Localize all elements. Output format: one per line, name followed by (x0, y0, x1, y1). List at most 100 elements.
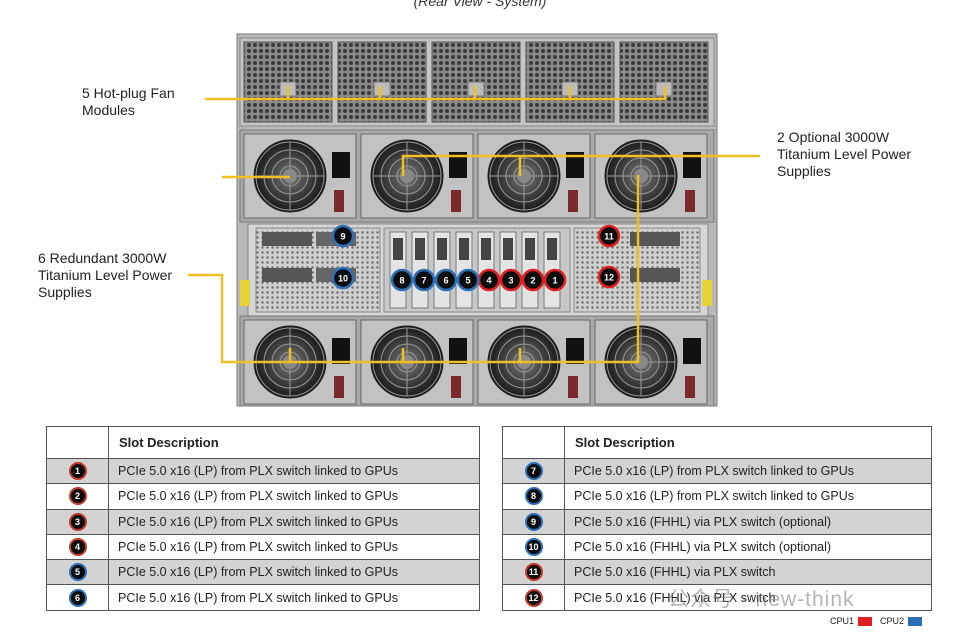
slot-number-cell: 7 (502, 457, 565, 485)
legend-cpu2-swatch (908, 616, 923, 626)
power-supply (594, 133, 708, 219)
power-supply (360, 133, 474, 219)
fan-module (337, 41, 427, 123)
diagram-slot-badge-11: 11 (597, 224, 621, 248)
cpu-legend: CPU1 CPU2 (830, 616, 926, 626)
optional-psu-callout-line-3: Supplies (777, 163, 831, 179)
svg-text:9: 9 (340, 232, 345, 242)
callout-lines (188, 86, 760, 364)
svg-text:5: 5 (465, 276, 470, 286)
table-row: 4 PCIe 5.0 x16 (LP) from PLX switch linke… (46, 533, 480, 561)
svg-text:1: 1 (552, 276, 557, 286)
fan-module (243, 41, 333, 123)
slot-badge: 4 (68, 538, 87, 557)
redundant-psu-callout-line (188, 175, 640, 364)
slot-badge: 8 (524, 487, 543, 506)
legend-cpu1-swatch (858, 616, 873, 626)
fan-callout-line (205, 86, 667, 101)
slot-description-cell: PCIe 5.0 x16 (LP) from PLX switch linked… (108, 584, 480, 611)
slot-description-cell: PCIe 5.0 x16 (FHHL) via PLX switch (opti… (564, 508, 932, 535)
slot-description-header: Slot Description (108, 426, 480, 459)
slot-description-cell: PCIe 5.0 x16 (LP) from PLX switch linked… (108, 533, 480, 561)
fan-module (619, 41, 709, 123)
slot-number-cell: 6 (46, 584, 109, 611)
fan-callout-line-2: Modules (82, 102, 135, 118)
slot-badge: 5 (68, 563, 87, 582)
svg-text:10: 10 (338, 274, 348, 284)
diagram-slot-badge-1: 1 (543, 268, 567, 292)
table-row: 12 PCIe 5.0 x16 (FHHL) via PLX switch (502, 584, 932, 611)
redundant-psu-callout-line-3: Supplies (38, 284, 92, 300)
slot-badge: 10 (524, 538, 543, 557)
slot-badge: 9 (524, 512, 543, 531)
slot-number-cell: 8 (502, 483, 565, 510)
svg-text:4: 4 (486, 276, 491, 286)
slot-number-header (502, 426, 565, 459)
slot-badge: 6 (68, 588, 87, 607)
diagram-slot-badge-8: 8 (390, 268, 414, 292)
table-row: 7 PCIe 5.0 x16 (LP) from PLX switch linke… (502, 457, 932, 485)
slot-description-cell: PCIe 5.0 x16 (FHHL) via PLX switch (opti… (564, 533, 932, 561)
svg-text:8: 8 (399, 276, 404, 286)
redundant-psu-callout-line-2: Titanium Level Power (38, 267, 173, 283)
slot-description-cell: PCIe 5.0 x16 (FHHL) via PLX switch (564, 584, 932, 611)
diagram-caption: (Rear View - System) (413, 0, 547, 9)
diagram-slot-badge-9: 9 (331, 224, 355, 248)
optional-psu-callout-line-1: 2 Optional 3000W (777, 129, 890, 145)
slot-badge: 7 (524, 462, 543, 481)
diagram-slot-badge-10: 10 (331, 266, 355, 290)
table-row: 10 PCIe 5.0 x16 (FHHL) via PLX switch (op… (502, 533, 932, 561)
optional-psu-callout: 2 Optional 3000W Titanium Level Power Su… (777, 129, 911, 180)
slot-number-cell: 4 (46, 533, 109, 561)
redundant-psu-callout: 6 Redundant 3000W Titanium Level Power S… (38, 250, 172, 301)
svg-text:2: 2 (530, 276, 535, 286)
slot-badge: 12 (524, 588, 543, 607)
diagram-slot-badge-7: 7 (412, 268, 436, 292)
svg-text:11: 11 (604, 232, 614, 242)
slot-number-cell: 2 (46, 483, 109, 510)
optional-psu-callout-line-2: Titanium Level Power (777, 146, 912, 162)
fan-module (431, 41, 521, 123)
slot-number-cell: 3 (46, 508, 109, 535)
slot-number-cell: 5 (46, 559, 109, 586)
io-section (240, 223, 712, 317)
fan-modules-callout: 5 Hot-plug Fan Modules (82, 85, 175, 119)
svg-text:7: 7 (421, 276, 426, 286)
fan-modules (239, 37, 715, 127)
table-row: 8 PCIe 5.0 x16 (LP) from PLX switch linke… (502, 483, 932, 510)
optional-psu-callout-line (401, 154, 760, 176)
slot-description-header: Slot Description (564, 426, 932, 459)
svg-text:12: 12 (604, 273, 614, 283)
slot-number-cell: 10 (502, 533, 565, 561)
slot-description-cell: PCIe 5.0 x16 (LP) from PLX switch linked… (108, 457, 480, 485)
diagram-slot-badge-3: 3 (499, 268, 523, 292)
fan-module (525, 41, 615, 123)
slot-description-cell: PCIe 5.0 x16 (LP) from PLX switch linked… (108, 483, 480, 510)
svg-text:3: 3 (508, 276, 513, 286)
diagram-slot-badge-5: 5 (456, 268, 480, 292)
slot-number-cell: 12 (502, 584, 565, 611)
redundant-psu-callout-line-1: 6 Redundant 3000W (38, 250, 167, 266)
legend-cpu1-label: CPU1 (830, 616, 855, 626)
diagram-slot-badge-4: 4 (477, 268, 501, 292)
slot-description-cell: PCIe 5.0 x16 (LP) from PLX switch linked… (564, 483, 932, 510)
slot-description-cell: PCIe 5.0 x16 (LP) from PLX switch linked… (564, 457, 932, 485)
fan-callout-line-1: 5 Hot-plug Fan (82, 85, 175, 101)
psu-row-top (239, 129, 715, 223)
slot-badge: 11 (524, 563, 543, 582)
table-row: 6 PCIe 5.0 x16 (LP) from PLX switch linke… (46, 584, 480, 611)
slot-number-cell: 1 (46, 457, 109, 485)
diagram-slot-badge-12: 12 (597, 265, 621, 289)
diagram-slot-badge-2: 2 (521, 268, 545, 292)
slot-number-cell: 11 (502, 559, 565, 586)
svg-text:6: 6 (443, 276, 448, 286)
table-row: 9 PCIe 5.0 x16 (FHHL) via PLX switch (opt… (502, 508, 932, 535)
slot-number-cell: 9 (502, 508, 565, 535)
slot-badge: 1 (68, 462, 87, 481)
slot-description-cell: PCIe 5.0 x16 (LP) from PLX switch linked… (108, 508, 480, 535)
